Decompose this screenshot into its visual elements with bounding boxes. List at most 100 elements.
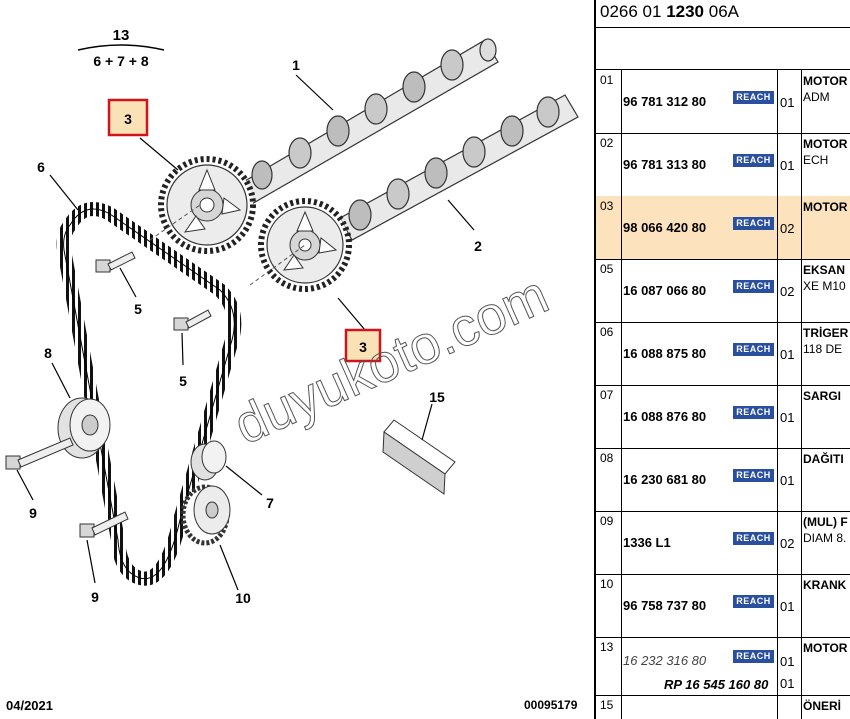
parts-row-13[interactable]: 13 16 232 316 80 REACH 01 MOTOR RP 16 545 160…: [596, 637, 850, 695]
row-description: SARGI: [803, 389, 842, 403]
date-code: 04/2021: [6, 698, 53, 713]
row-description: MOTOR: [803, 137, 848, 151]
bolt-5-upper: [95, 251, 136, 273]
quantity: 01: [780, 473, 795, 488]
parts-row-08[interactable]: 08 16 230 681 80 REACH 01 DAĞITI: [596, 448, 850, 511]
quantity: 01: [780, 158, 795, 173]
parts-row-07[interactable]: 07 16 088 876 80 REACH 01 SARGI: [596, 385, 850, 448]
reach-badge: REACH: [733, 217, 774, 230]
parts-row-03[interactable]: 03 98 066 420 80 REACH 02 MOTOR: [596, 196, 850, 259]
callout-10: 10: [235, 590, 251, 606]
callout-9-upper: 9: [29, 505, 37, 521]
callout-3-top: 3: [124, 111, 132, 127]
parts-row-10[interactable]: 10 96 758 737 80 REACH 01 KRANK: [596, 574, 850, 637]
part-number[interactable]: 98 066 420 80: [623, 220, 707, 235]
parts-row-06[interactable]: 06 16 088 875 80 REACH 01 TRİGER 118 DE: [596, 322, 850, 385]
row-index: 15: [600, 698, 614, 712]
row-description: KRANK: [803, 578, 847, 592]
row-description: (MUL) F: [803, 515, 848, 529]
row-index: 03: [600, 199, 614, 213]
reach-badge: REACH: [733, 154, 774, 167]
row-description-2: DIAM 8.: [803, 531, 847, 545]
idler-pulley: [190, 440, 227, 481]
row-description: EKSAN: [803, 263, 846, 277]
quantity: 02: [780, 284, 795, 299]
row-description: TRİGER: [803, 326, 849, 340]
parts-row-09[interactable]: 09 1336 L1 REACH 02 (MUL) F DIAM 8.: [596, 511, 850, 574]
reach-badge: REACH: [733, 532, 774, 545]
callout-1: 1: [292, 57, 300, 73]
row-index: 08: [600, 451, 614, 465]
document-number: 00095179: [524, 698, 578, 712]
crankshaft-sprocket: [180, 484, 231, 546]
row-description-2: ECH: [803, 153, 829, 167]
quantity: 01: [780, 347, 795, 362]
group-label-top: 13: [113, 27, 130, 44]
quantity: 02: [780, 221, 795, 236]
callout-6: 6: [37, 159, 45, 175]
callout-3-bottom: 3: [359, 339, 367, 355]
parts-row-02[interactable]: 02 96 781 313 80 REACH 01 MOTOR ECH: [596, 133, 850, 196]
replacement-part-number[interactable]: RP 16 545 160 80: [664, 677, 769, 692]
row-description-2: ADM: [803, 90, 830, 104]
part-number[interactable]: 96 781 313 80: [623, 157, 707, 172]
part-number[interactable]: 16 087 066 80: [623, 283, 707, 298]
reach-badge: REACH: [733, 406, 774, 419]
row-index: 09: [600, 514, 614, 528]
row-description: MOTOR: [803, 641, 848, 655]
quantity: 01: [780, 410, 795, 425]
part-number[interactable]: 96 758 737 80: [623, 598, 707, 613]
row-description: MOTOR: [803, 74, 848, 88]
row-index: 13: [600, 640, 614, 654]
row-index: 10: [600, 577, 614, 591]
camshaft-sprocket-intake: [158, 156, 256, 254]
row-index: 07: [600, 388, 614, 402]
camshaft-exhaust: [339, 94, 579, 241]
callout-8: 8: [44, 345, 52, 361]
callout-7: 7: [266, 495, 274, 511]
watermark: duyukoto.com: [225, 264, 558, 457]
callout-15: 15: [429, 389, 445, 405]
part-number[interactable]: 16 088 876 80: [623, 409, 707, 424]
replacement-quantity: 01: [780, 676, 795, 691]
row-index: 02: [600, 136, 614, 150]
reach-badge: REACH: [733, 469, 774, 482]
reach-badge: REACH: [733, 595, 774, 608]
part-number[interactable]: 16 230 681 80: [623, 472, 707, 487]
camshaft-intake: [237, 38, 499, 206]
reach-badge: REACH: [733, 91, 774, 104]
row-index: 05: [600, 262, 614, 276]
row-description: MOTOR: [803, 200, 848, 214]
row-description: ÖNERİ: [803, 699, 842, 713]
row-description-2: XE M10: [803, 279, 846, 293]
callout-9-lower: 9: [91, 589, 99, 605]
reach-badge: REACH: [733, 650, 774, 663]
row-description: DAĞITI: [803, 452, 844, 466]
panel-title: 0266 01 1230 06A: [600, 2, 739, 21]
quantity: 01: [780, 95, 795, 110]
group-label: 13 6 + 7 + 8: [77, 27, 165, 69]
part-number[interactable]: 1336 L1: [623, 535, 671, 550]
callout-5-lower: 5: [179, 373, 187, 389]
reach-badge: REACH: [733, 343, 774, 356]
quantity: 02: [780, 536, 795, 551]
gasket-plate: [382, 419, 456, 495]
callout-2: 2: [474, 238, 482, 254]
part-number[interactable]: 16 088 875 80: [623, 346, 707, 361]
row-description-2: 118 DE: [803, 342, 843, 356]
bolt-9-upper: [5, 437, 74, 470]
bolt-5-lower: [173, 309, 212, 331]
row-index: 06: [600, 325, 614, 339]
bolt-9-lower: [79, 511, 129, 538]
parts-row-15[interactable]: 15 ÖNERİ: [596, 695, 850, 719]
group-label-bottom: 6 + 7 + 8: [93, 53, 148, 69]
callout-3-highlight-top: [107, 98, 149, 137]
quantity: 01: [780, 654, 795, 669]
part-number[interactable]: 96 781 312 80: [623, 94, 707, 109]
quantity: 01: [780, 599, 795, 614]
watermark-text: duyukoto.com: [225, 264, 557, 456]
part-number[interactable]: 16 232 316 80: [623, 653, 707, 668]
